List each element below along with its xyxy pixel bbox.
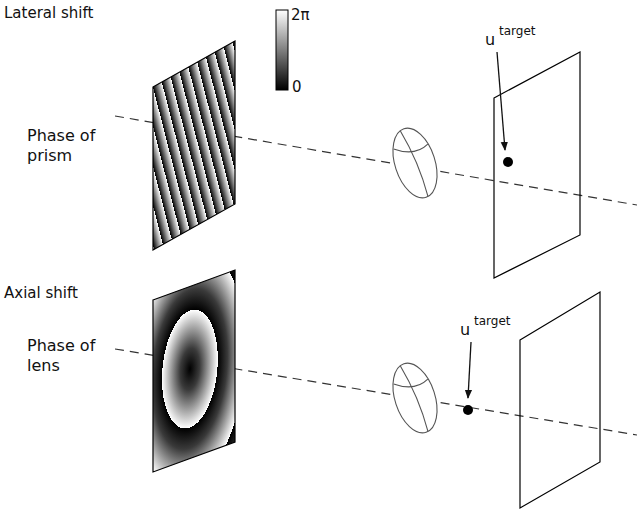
target-point (503, 157, 513, 167)
target-superscript: target (474, 314, 534, 329)
pointer-arrow (468, 342, 471, 398)
lens-symbol (385, 358, 445, 439)
section-title: Lateral shift (4, 4, 164, 23)
target-point (463, 405, 473, 415)
panel-caption: Phase of prism (27, 126, 107, 166)
colorbar (276, 10, 288, 90)
colorbar-max: 2π (291, 6, 331, 25)
section-title: Axial shift (4, 284, 164, 303)
pointer-arrow (497, 52, 505, 150)
target-plane (520, 292, 600, 508)
target-plane (494, 52, 580, 278)
target-superscript: target (499, 24, 559, 39)
panel-caption: Phase of lens (27, 336, 107, 376)
lens-phase-panel (153, 270, 235, 472)
prism-phase-panel (153, 41, 235, 250)
lens-symbol (385, 123, 445, 204)
colorbar-min: 0 (292, 78, 322, 97)
